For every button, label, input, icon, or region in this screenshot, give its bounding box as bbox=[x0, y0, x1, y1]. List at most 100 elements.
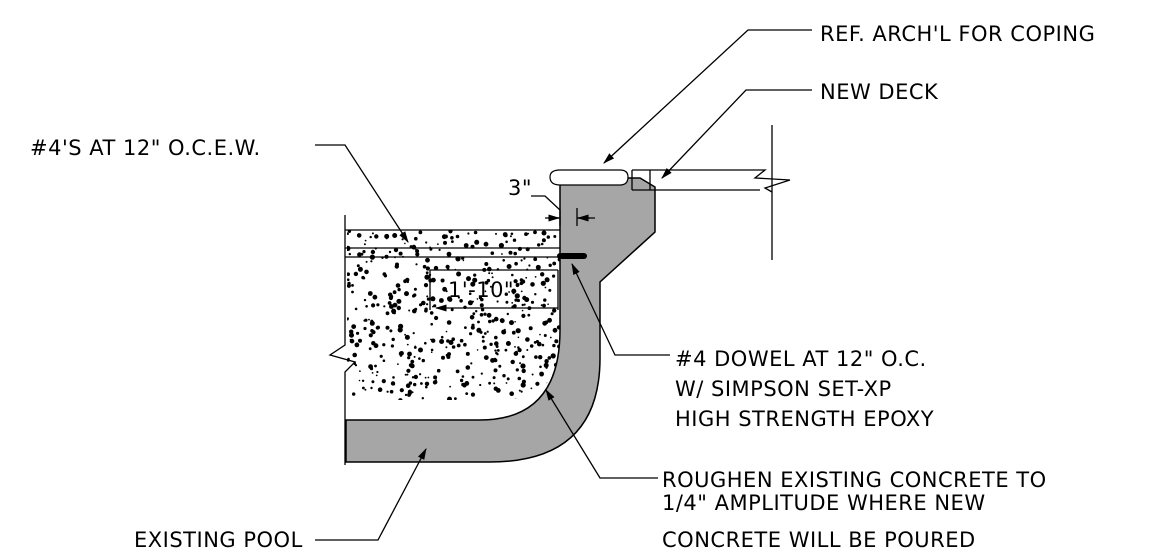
aggregate-speck bbox=[470, 281, 476, 287]
aggregate-speck bbox=[389, 294, 394, 299]
aggregate-speck bbox=[511, 302, 514, 304]
aggregate-speck bbox=[391, 337, 395, 342]
aggregate-speck bbox=[371, 330, 376, 335]
aggregate-speck bbox=[470, 325, 475, 330]
aggregate-speck bbox=[383, 305, 386, 308]
leader-roughen bbox=[545, 389, 658, 479]
aggregate-speck bbox=[368, 347, 372, 351]
aggregate-speck bbox=[430, 322, 434, 326]
aggregate-speck bbox=[393, 311, 396, 315]
aggregate-speck bbox=[541, 230, 547, 236]
aggregate-speck bbox=[398, 323, 404, 329]
aggregate-speck bbox=[362, 386, 365, 390]
aggregate-speck bbox=[520, 259, 523, 262]
aggregate-speck bbox=[356, 233, 362, 238]
aggregate-speck bbox=[459, 338, 464, 343]
aggregate-speck bbox=[408, 363, 413, 368]
leader-coping bbox=[603, 29, 812, 164]
aggregate-speck bbox=[353, 271, 359, 277]
aggregate-speck bbox=[502, 259, 506, 262]
aggregate-speck bbox=[533, 257, 538, 262]
aggregate-speck bbox=[370, 260, 373, 263]
aggregate-speck bbox=[420, 382, 423, 385]
aggregate-speck bbox=[377, 387, 383, 393]
aggregate-speck bbox=[451, 345, 456, 349]
aggregate-speck bbox=[395, 262, 399, 267]
label-roughen-line3: CONCRETE WILL BE POURED bbox=[662, 528, 976, 552]
aggregate-speck bbox=[512, 238, 517, 242]
aggregate-speck bbox=[496, 300, 499, 303]
aggregate-speck bbox=[475, 310, 478, 313]
aggregate-speck bbox=[429, 311, 434, 315]
aggregate-speck bbox=[440, 278, 445, 283]
aggregate-speck bbox=[552, 274, 556, 278]
aggregate-speck bbox=[382, 359, 386, 363]
aggregate-speck bbox=[473, 273, 477, 277]
aggregate-speck bbox=[514, 261, 518, 266]
aggregate-speck bbox=[425, 271, 429, 275]
aggregate-speck bbox=[414, 345, 417, 348]
aggregate-speck bbox=[515, 350, 518, 354]
aggregate-speck bbox=[368, 364, 373, 369]
aggregate-speck bbox=[440, 335, 444, 339]
aggregate-speck bbox=[358, 379, 361, 382]
aggregate-speck bbox=[540, 272, 545, 277]
aggregate-speck bbox=[371, 372, 374, 374]
aggregate-speck bbox=[514, 298, 518, 302]
aggregate-speck bbox=[462, 259, 465, 262]
aggregate-speck bbox=[406, 368, 411, 373]
aggregate-speck bbox=[433, 265, 439, 271]
aggregate-speck bbox=[413, 355, 416, 358]
aggregate-speck bbox=[445, 346, 448, 349]
aggregate-speck bbox=[397, 287, 401, 292]
aggregate-speck bbox=[406, 373, 409, 376]
aggregate-speck bbox=[385, 311, 390, 316]
aggregate-speck bbox=[454, 397, 457, 400]
aggregate-speck bbox=[449, 385, 451, 388]
aggregate-speck bbox=[457, 296, 460, 299]
aggregate-speck bbox=[395, 283, 401, 288]
label-roughen-line1: ROUGHEN EXISTING CONCRETE TO bbox=[662, 468, 1047, 492]
aggregate-speck bbox=[459, 299, 463, 303]
aggregate-speck bbox=[471, 375, 475, 379]
aggregate-speck bbox=[430, 348, 434, 352]
aggregate-speck bbox=[544, 359, 549, 364]
aggregate-speck bbox=[535, 264, 541, 270]
aggregate-speck bbox=[547, 303, 549, 306]
aggregate-speck bbox=[349, 332, 354, 338]
aggregate-speck bbox=[376, 370, 379, 374]
aggregate-speck bbox=[415, 248, 417, 251]
aggregate-speck bbox=[550, 353, 556, 359]
aggregate-speck bbox=[434, 315, 439, 321]
aggregate-speck bbox=[421, 300, 426, 306]
aggregate-speck bbox=[371, 380, 375, 384]
aggregate-speck bbox=[455, 369, 460, 374]
aggregate-speck bbox=[493, 382, 496, 385]
aggregate-speck bbox=[505, 300, 509, 304]
aggregate-speck bbox=[465, 365, 471, 370]
aggregate-speck bbox=[423, 283, 429, 288]
aggregate-speck bbox=[550, 312, 554, 316]
aggregate-speck bbox=[465, 351, 470, 356]
label-roughen-line2: 1/4" AMPLITUDE WHERE NEW bbox=[662, 491, 986, 515]
aggregate-speck bbox=[422, 264, 427, 269]
aggregate-speck bbox=[437, 243, 439, 246]
aggregate-speck bbox=[404, 334, 410, 340]
aggregate-speck bbox=[539, 373, 544, 377]
aggregate-speck bbox=[496, 353, 499, 356]
aggregate-speck bbox=[407, 389, 412, 394]
aggregate-speck bbox=[427, 376, 430, 379]
aggregate-speck bbox=[388, 250, 392, 254]
aggregate-speck bbox=[399, 388, 404, 393]
aggregate-speck bbox=[467, 232, 470, 235]
aggregate-speck bbox=[494, 341, 499, 346]
aggregate-speck bbox=[421, 358, 425, 363]
aggregate-speck bbox=[370, 249, 376, 255]
aggregate-speck bbox=[539, 365, 542, 369]
aggregate-speck bbox=[450, 236, 454, 240]
aggregate-speck bbox=[424, 381, 430, 386]
aggregate-speck bbox=[544, 277, 550, 283]
aggregate-speck bbox=[354, 307, 358, 311]
aggregate-speck bbox=[354, 364, 358, 367]
aggregate-speck bbox=[375, 374, 378, 377]
